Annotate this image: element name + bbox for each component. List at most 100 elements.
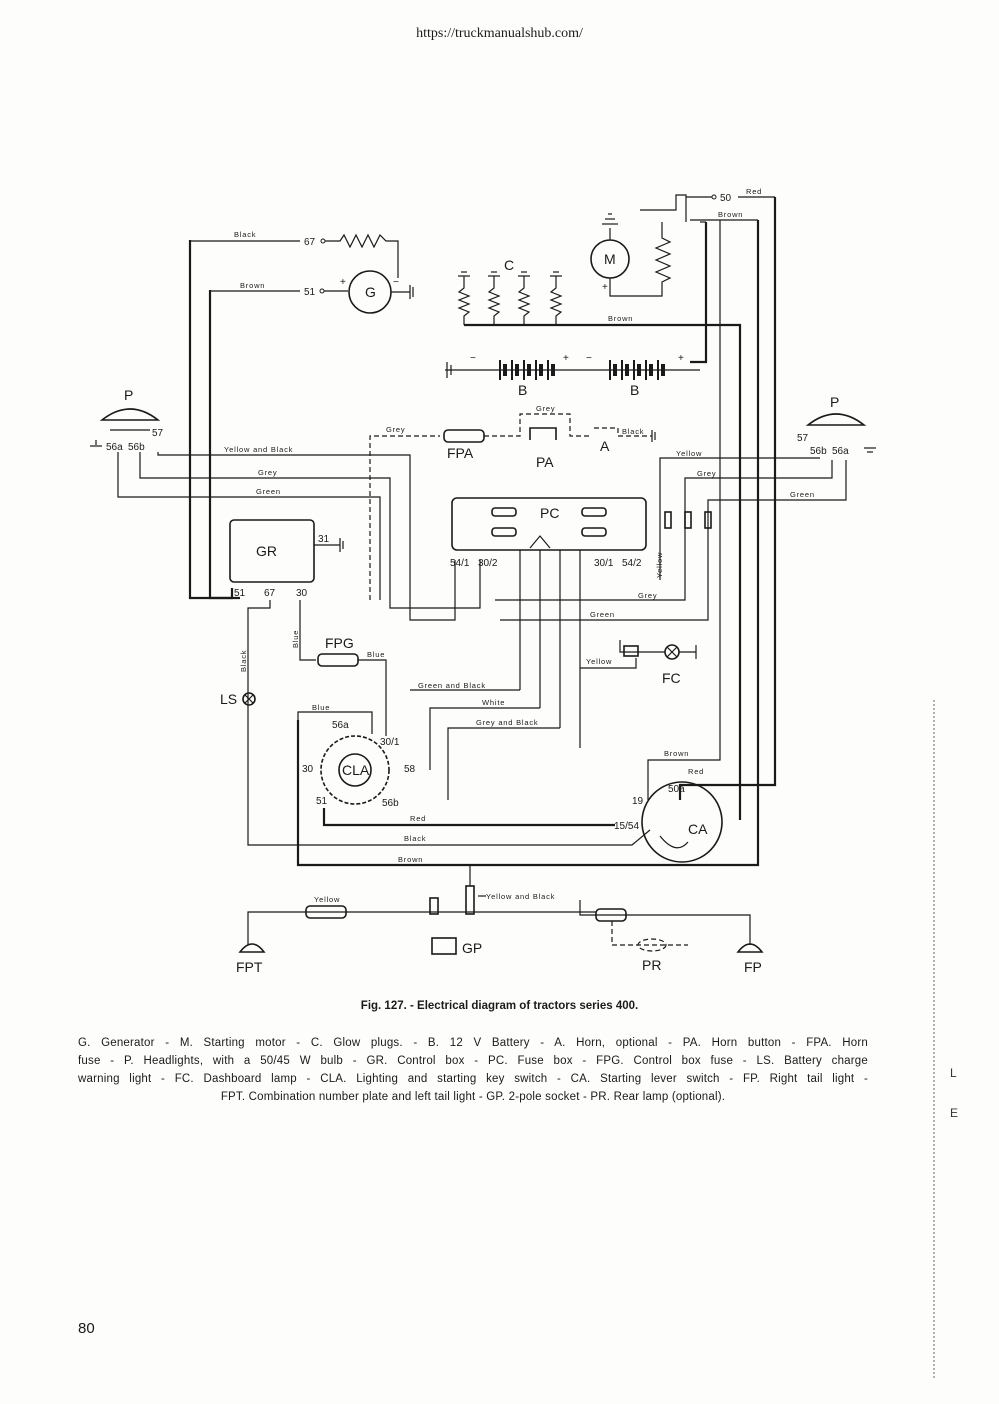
svg-text:30: 30 [296,588,308,599]
label-brown-ca: Brown [664,749,689,758]
label-grey-p2: Grey [697,469,716,478]
label-red-ca: Red [688,767,704,776]
starter-section: 50 Red Brown M + [296,187,777,867]
horn-fuse [443,429,485,443]
label-P-right: P [830,394,839,410]
label-PR: PR [642,957,661,973]
label-FPA: FPA [447,445,474,461]
left-tail-light [238,943,266,953]
label-black-top: Black [234,230,256,239]
lever-switch [641,781,723,863]
label-black-bottom: Black [404,834,426,843]
control-box-section: GR 31 51 67 30 Blue Black [229,519,651,846]
svg-text:57: 57 [152,428,164,439]
svg-text:−: − [393,277,399,288]
svg-text:50a: 50a [668,784,685,795]
svg-text:51: 51 [316,796,328,807]
dashboard-lamp-section: FC Yellow [580,640,697,686]
headlight-wires [117,452,847,621]
fuse-box-section: PC 54/1 30/2 30/1 54/2 Yellow [450,497,712,748]
label-brown-top: Brown [718,210,743,219]
svg-text:67: 67 [304,237,316,248]
right-tail-light [736,943,764,953]
svg-text:−: − [470,353,476,364]
svg-text:67: 67 [264,588,276,599]
label-yellow-rear: Yellow [314,895,340,904]
label-FPT: FPT [236,959,263,975]
fpg-ls-section: FPG Blue LS [220,635,387,736]
label-yellow-black-p: Yellow and Black [224,445,293,454]
generator-section: Black 67 Brown 51 G + − [188,230,414,600]
label-brown-plugs: Brown [608,314,633,323]
svg-text:15/54: 15/54 [614,821,639,832]
label-B-1: B [518,382,527,398]
svg-text:56a: 56a [106,442,123,453]
label-A: A [600,438,610,454]
warning-light [242,692,256,706]
svg-text:50: 50 [720,193,732,204]
label-PA: PA [536,454,554,470]
svg-text:30/1: 30/1 [594,558,614,569]
legend-line-3: warning light - FC. Dashboard lamp - CLA… [78,1073,868,1085]
batteries-section: − + − + B B [445,353,700,398]
label-GR: GR [256,543,277,559]
horn-button [529,427,557,440]
margin-mark-1: L [950,1066,957,1080]
source-url: https://truckmanualshub.com/ [416,26,583,41]
legend-line-2: fuse - P. Headlights, with a 50/45 W bul… [78,1055,868,1067]
label-G: G [365,284,376,300]
label-green-p2: Green [790,490,815,499]
label-CLA: CLA [342,762,370,778]
label-M: M [604,251,616,267]
label-black-ls: Black [239,650,248,672]
svg-text:51: 51 [234,588,246,599]
label-grey-horn: Grey [386,425,405,434]
rear-lamp [637,938,667,952]
label-grey-black: Grey and Black [476,718,538,727]
label-FC: FC [662,670,681,686]
key-switch [338,753,372,787]
label-red-top: Red [746,187,762,196]
label-grey-horn2: Grey [536,404,555,413]
svg-text:+: + [340,277,346,288]
label-red-bottom: Red [410,814,426,823]
svg-text:56b: 56b [128,442,145,453]
control-box [229,519,315,583]
svg-text:31: 31 [318,534,330,545]
svg-text:54/2: 54/2 [622,558,642,569]
label-yellow-vert: Yellow [655,552,664,578]
label-brown-bottom: Brown [398,855,423,864]
label-CA: CA [688,821,708,837]
headlight-right: P 57 56b 56a [797,394,876,457]
label-green-black: Green and Black [418,681,486,690]
label-green-p: Green [256,487,281,496]
svg-text:57: 57 [797,433,809,444]
label-FPG: FPG [325,635,354,651]
label-yellow-black-rear: Yellow and Black [486,892,555,901]
svg-text:56b: 56b [382,798,399,809]
label-GP: GP [462,940,482,956]
svg-text:+: + [563,353,569,364]
svg-text:54/1: 54/1 [450,558,470,569]
label-LS: LS [220,691,237,707]
rear-section: Yellow Yellow and Black GP PR FPT FP [236,865,764,975]
label-P-left: P [124,387,133,403]
svg-text:−: − [586,353,592,364]
svg-text:30/2: 30/2 [478,558,498,569]
headlight-left: P 57 56a 56b [90,387,164,453]
label-FP: FP [744,959,762,975]
label-black-horn: Black [622,427,644,436]
label-yellow-fc: Yellow [586,657,612,666]
label-grey-p: Grey [258,468,277,477]
label-blue-cla: Blue [312,703,330,712]
label-B-2: B [630,382,639,398]
svg-text:+: + [602,282,608,293]
svg-text:30/1: 30/1 [380,737,400,748]
legend-line-4: FPT. Combination number plate and left t… [220,1091,726,1103]
label-C: C [504,257,514,273]
svg-text:51: 51 [304,287,316,298]
label-blue-gr: Blue [291,630,300,648]
label-brown-gen: Brown [240,281,265,290]
